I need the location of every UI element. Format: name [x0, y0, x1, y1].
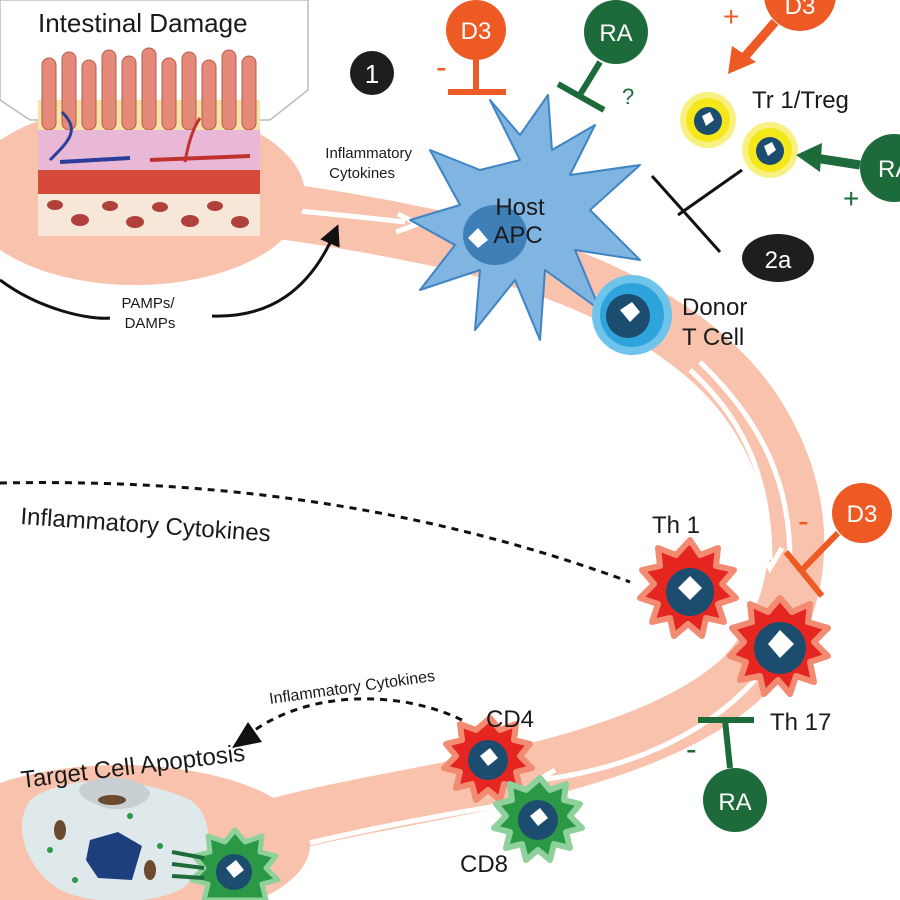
host-apc-label-line1: Host: [495, 194, 545, 221]
th17-label: Th 17: [770, 709, 831, 736]
ra-question-mark: ?: [622, 84, 634, 109]
pamps-label-line1: PAMPs/: [121, 295, 175, 312]
donor-t-cell: Donor T Cell: [592, 275, 747, 355]
ra-plus-sign: +: [843, 183, 859, 214]
treg-cell-2: [742, 122, 798, 178]
d3-activator-top-right: D3 +: [723, 0, 836, 74]
host-apc-label-line2: APC: [493, 222, 542, 249]
d3-minus-sign: -: [436, 49, 447, 85]
cd8-cell: [491, 775, 585, 863]
d3-label-top: D3: [461, 18, 492, 45]
host-apc-cell: Host APC: [409, 94, 641, 341]
inflammatory-cytokines-label-line1: Inflammatory: [325, 145, 412, 162]
step-badge-2a: 2a: [765, 247, 792, 274]
intestinal-damage-title: Intestinal Damage: [38, 8, 248, 38]
cd4-cell: [441, 715, 535, 803]
d3-label-top-right: D3: [785, 0, 816, 20]
cytokines-to-apoptosis-arrow: Inflammatory Cytokines: [232, 668, 463, 748]
intestine-panel: Intestinal Damage: [0, 0, 309, 285]
ra-inhibitor-top: RA ?: [556, 0, 648, 113]
ra-label-bottom: RA: [718, 789, 751, 816]
d3-right-minus-sign: -: [798, 503, 809, 539]
ra-label-top: RA: [599, 20, 632, 47]
th1-label: Th 1: [652, 512, 700, 539]
donor-tcell-label-line2: T Cell: [682, 324, 744, 351]
donor-tcell-label-line1: Donor: [682, 294, 747, 321]
pamps-arrow: PAMPs/ DAMPs: [0, 224, 340, 332]
intestinal-tissue-block: [38, 47, 260, 236]
d3-inhibitor-top: D3 -: [436, 0, 506, 95]
cd8-attacking-cell: [171, 827, 281, 900]
treg-label: Tr 1/Treg: [752, 87, 849, 114]
cd8-label: CD8: [460, 851, 508, 878]
treg-cell-1: [680, 92, 736, 148]
ra-bottom-minus-sign: -: [686, 731, 697, 767]
pamps-label-line2: DAMPs: [125, 315, 176, 332]
cd4-label: CD4: [486, 706, 534, 733]
inflammatory-cytokines-dashed-line: [0, 481, 631, 584]
d3-plus-sign: +: [723, 1, 739, 32]
ra-activator-right: RA +: [796, 134, 900, 214]
ra-label-right: RA: [878, 156, 900, 183]
step-badge-1: 1: [365, 59, 379, 89]
d3-label-right: D3: [847, 501, 878, 528]
inflammatory-cytokines-label-line2: Cytokines: [329, 165, 395, 182]
treg-inhibition-bar: [650, 168, 743, 254]
step-1-group: 1: [350, 51, 394, 95]
ra-inhibitor-bottom: RA -: [686, 717, 767, 832]
step-2a-group: 2a: [742, 234, 814, 282]
th1-cell: [637, 537, 739, 639]
d3-inhibitor-right: D3 -: [783, 483, 892, 598]
th17-cell: [727, 595, 831, 697]
inflammatory-cytokines-large-label: Inflammatory Cytokines: [20, 503, 272, 547]
